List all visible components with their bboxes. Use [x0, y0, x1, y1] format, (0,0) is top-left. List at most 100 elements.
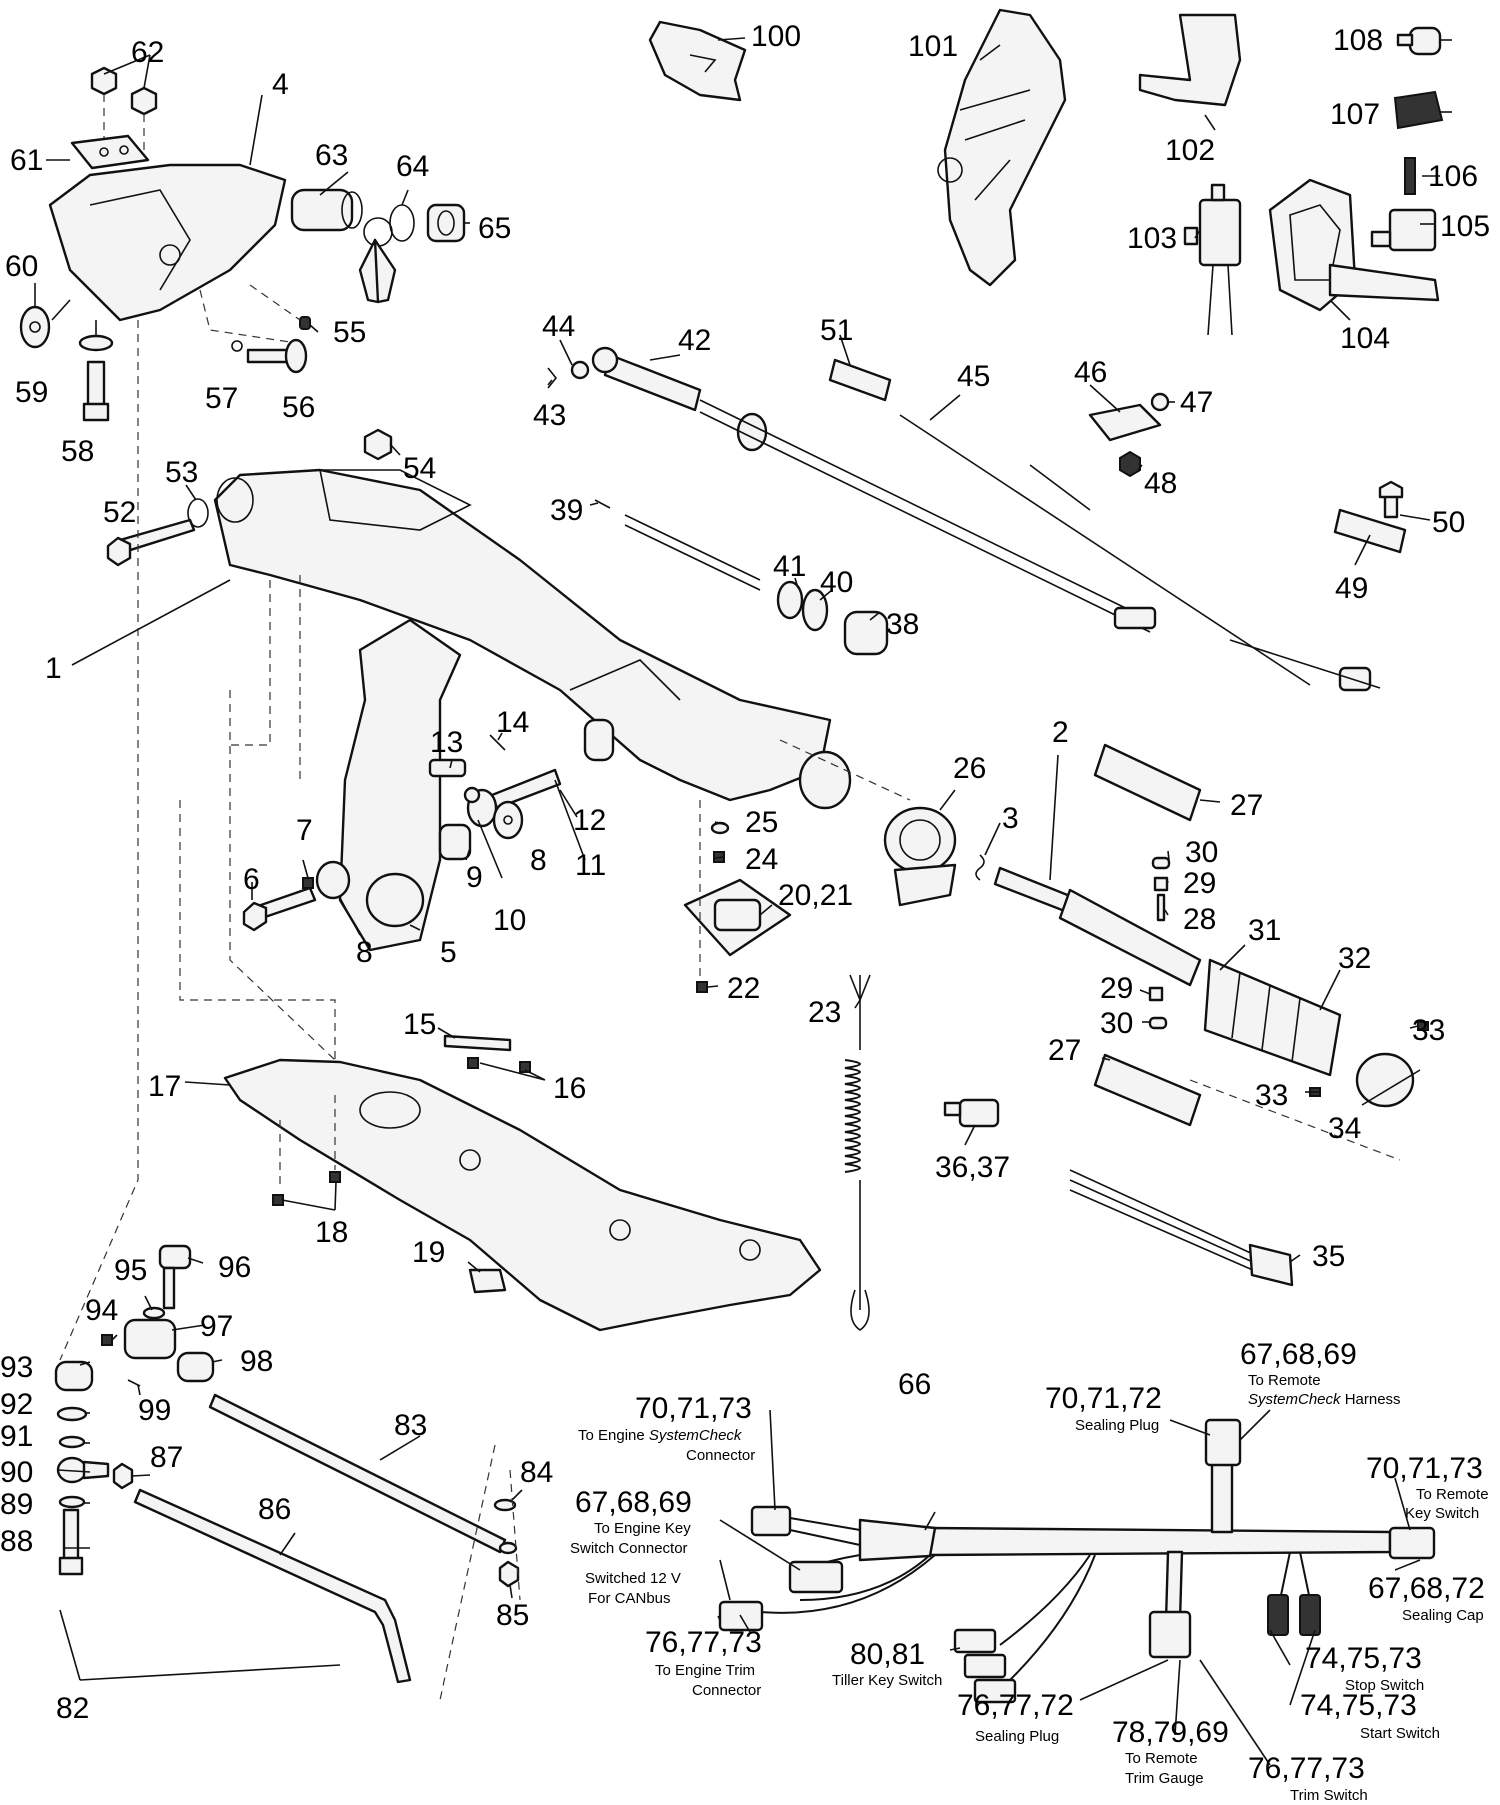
callout-76-77-72: 76,77,72	[957, 1689, 1074, 1722]
part-104-plate	[1268, 178, 1440, 312]
callout-94: 94	[85, 1294, 118, 1327]
callout-93: 93	[0, 1351, 33, 1384]
part-38-grommet	[843, 610, 889, 656]
callout-18: 18	[315, 1216, 348, 1249]
part-5-shift-lever	[338, 618, 462, 952]
callout-24: 24	[745, 843, 778, 876]
callout-20-21: 20,21	[778, 879, 853, 912]
part-83-rod	[208, 1393, 507, 1554]
part-94-screw	[101, 1334, 113, 1346]
callout-101: 101	[908, 30, 958, 63]
callout-44: 44	[542, 310, 575, 343]
callout-106: 106	[1428, 160, 1478, 193]
callout-76-77-73-engine: 76,77,73	[645, 1626, 762, 1659]
part-28-pin	[1156, 893, 1166, 922]
part-93-bushing	[54, 1360, 94, 1392]
callout-87: 87	[150, 1441, 183, 1474]
part-106-spring	[1404, 157, 1416, 195]
callout-67-68-69-engine: 67,68,69	[575, 1486, 692, 1519]
callout-12: 12	[573, 804, 606, 837]
leader-lines	[34, 37, 1452, 1766]
callout-19: 19	[412, 1236, 445, 1269]
callout-76-77-73-trim: 76,77,73	[1248, 1752, 1365, 1785]
caption-remote-trim-2: Trim Gauge	[1125, 1770, 1204, 1787]
part-44-washer	[570, 360, 590, 380]
callout-36-37: 36,37	[935, 1151, 1010, 1184]
caption-sealing-plug-bottom: Sealing Plug	[975, 1728, 1059, 1745]
callout-70-71-73-key: 70,71,73	[1366, 1452, 1483, 1485]
part-100-cover	[648, 20, 747, 102]
callout-35: 35	[1312, 1240, 1345, 1273]
callout-60: 60	[5, 250, 38, 283]
part-58-bolt	[82, 360, 110, 422]
part-8-washer-a	[492, 800, 524, 840]
part-63-key-switch	[290, 188, 397, 304]
part-108-knob	[1396, 26, 1442, 56]
callout-47: 47	[1180, 386, 1213, 419]
part-30-cap-b	[1148, 1016, 1168, 1030]
caption-stop-switch: Stop Switch	[1345, 1677, 1424, 1694]
caption-sealing-plug-top: Sealing Plug	[1075, 1417, 1159, 1434]
part-61-plate	[70, 134, 150, 170]
caption-engine-systemcheck-1: To Engine SystemCheck	[578, 1427, 743, 1444]
part-36-37-connector	[943, 1098, 1000, 1128]
callout-103: 103	[1127, 222, 1177, 255]
callout-85: 85	[496, 1599, 529, 1632]
callout-70-71-72-top: 70,71,72	[1045, 1382, 1162, 1415]
callout-10: 10	[493, 904, 526, 937]
part-51-link	[828, 358, 892, 402]
part-66-harness	[718, 1418, 1436, 1704]
callout-7: 7	[296, 814, 313, 847]
callout-98: 98	[240, 1345, 273, 1378]
part-103-switch	[1183, 183, 1242, 336]
callout-65: 65	[478, 212, 511, 245]
callout-15: 15	[403, 1008, 436, 1041]
callout-39: 39	[550, 494, 583, 527]
part-96-knob	[158, 1244, 192, 1310]
callout-30a: 30	[1185, 836, 1218, 869]
part-7-grease-fitting	[302, 877, 314, 889]
part-88-bolt	[58, 1508, 84, 1576]
part-48-bolt	[1119, 450, 1141, 478]
callout-33b: 33	[1255, 1079, 1288, 1112]
callout-95: 95	[114, 1254, 147, 1287]
callout-84: 84	[520, 1456, 553, 1489]
callout-56: 56	[282, 391, 315, 424]
callout-34: 34	[1328, 1112, 1361, 1145]
part-27-cover-a	[1093, 743, 1202, 822]
caption-remote-systemcheck-2: SystemCheck Harness	[1248, 1391, 1401, 1408]
callout-41: 41	[773, 550, 806, 583]
callout-4: 4	[272, 68, 289, 101]
caption-tiller-key: Tiller Key Switch	[832, 1672, 942, 1689]
part-105-latch	[1370, 208, 1437, 252]
callout-23: 23	[808, 996, 841, 1029]
part-8-washer-b	[315, 860, 351, 900]
part-91-washer	[58, 1435, 86, 1449]
part-39-pin	[594, 499, 611, 509]
callout-92: 92	[0, 1388, 33, 1421]
callout-38: 38	[886, 608, 919, 641]
part-42-cable	[591, 346, 1157, 633]
part-84-washer	[493, 1498, 517, 1512]
part-95-washer	[142, 1306, 166, 1320]
callout-107: 107	[1330, 98, 1380, 131]
callout-11: 11	[575, 849, 606, 882]
part-9-bushing	[438, 823, 472, 861]
part-54-nut	[363, 428, 393, 461]
callout-5: 5	[440, 936, 457, 969]
callout-29b: 29	[1100, 972, 1133, 1005]
callout-50: 50	[1432, 506, 1465, 539]
part-55-screw	[299, 316, 311, 330]
callout-30b: 30	[1100, 1007, 1133, 1040]
part-107-block	[1393, 90, 1444, 130]
callout-59: 59	[15, 376, 48, 409]
callout-108: 108	[1333, 24, 1383, 57]
part-2-shaft	[993, 866, 1202, 987]
callout-14: 14	[496, 706, 529, 739]
part-86-rod	[133, 1488, 412, 1684]
part-23-lanyard	[844, 974, 871, 1331]
callout-45: 45	[957, 360, 990, 393]
part-45-rod	[899, 414, 1381, 692]
callout-13: 13	[430, 726, 463, 759]
callout-17: 17	[148, 1070, 181, 1103]
